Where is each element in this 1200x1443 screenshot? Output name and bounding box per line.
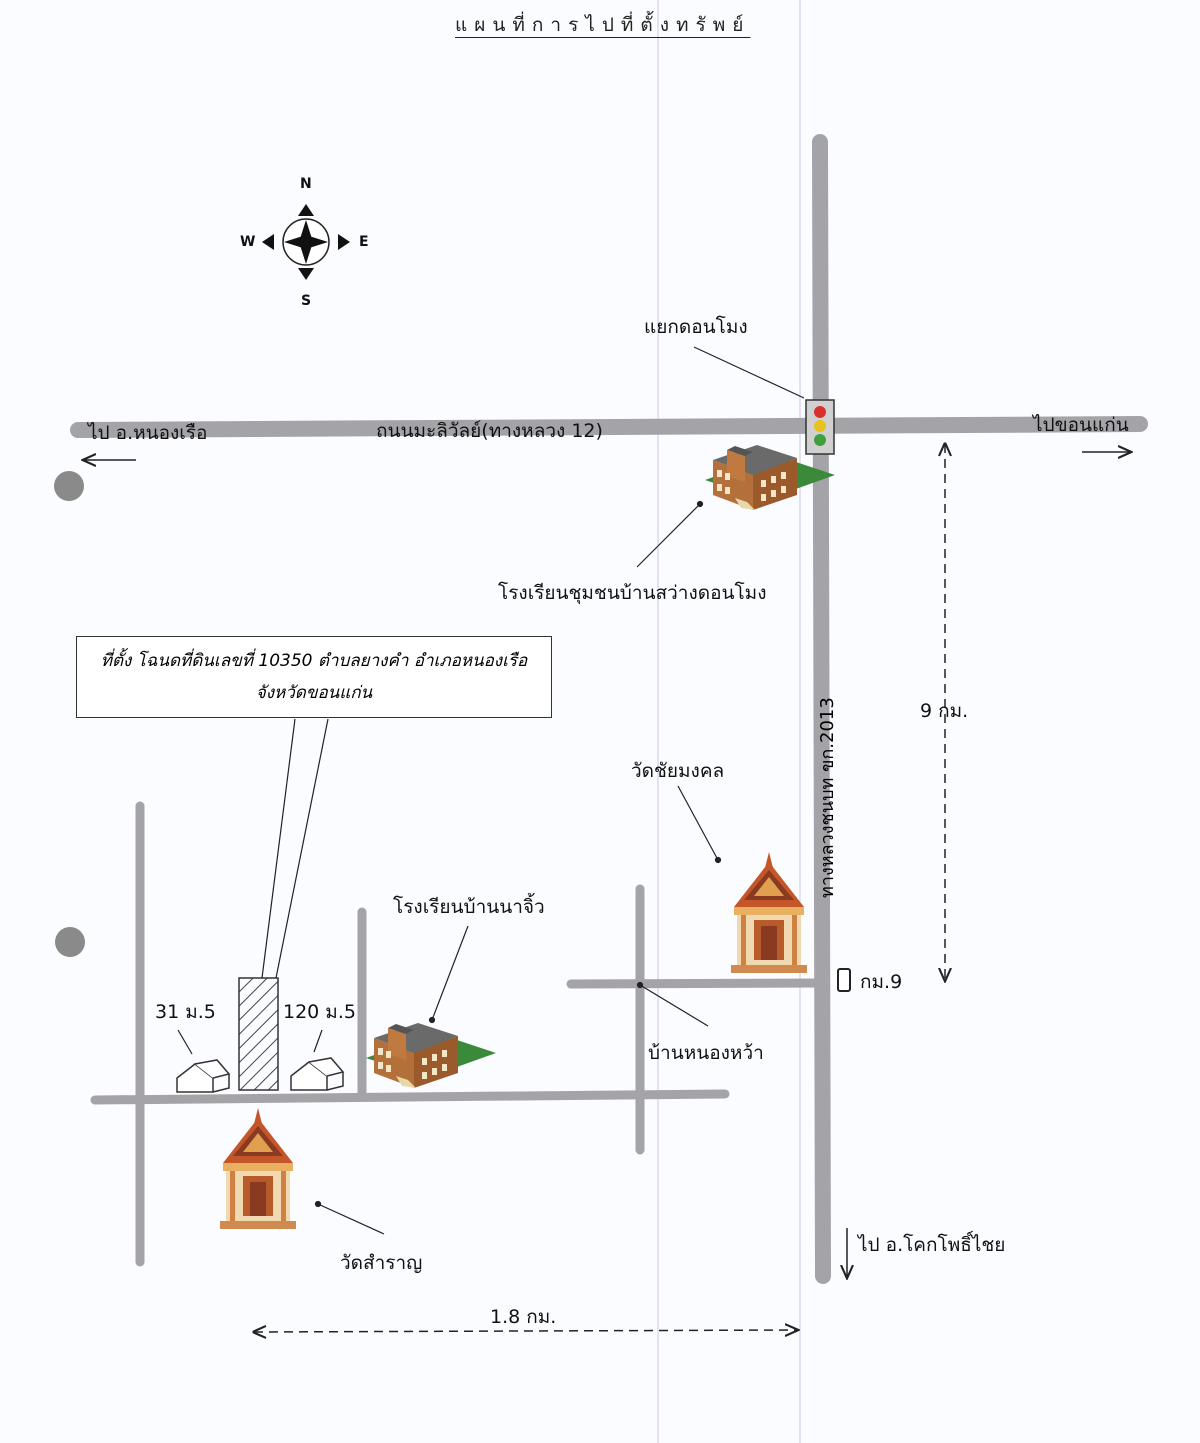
horizontal-distance-arrow (254, 1330, 797, 1332)
leader-line (317, 1203, 385, 1235)
leader-line (639, 984, 709, 1027)
callout-line-1: ที่ตั้ง โฉนดที่ดินเลขที่ 10350 ตำบลยางคำ… (100, 651, 528, 671)
main-road-line (70, 416, 1148, 438)
school-1-label: โรงเรียนชุมชนบ้านสว่างดอนโมง (498, 582, 767, 604)
south-direction-label: ไป อ.โคกโพธิ์ไชย (858, 1234, 1006, 1256)
local-road-line (90, 1089, 730, 1105)
temple-icon (731, 852, 807, 973)
leader-line (313, 1029, 323, 1053)
junction-label: แยกดอนโมง (644, 316, 748, 338)
punch-hole (54, 471, 84, 501)
vertical-distance-label: 9 กม. (920, 700, 969, 722)
compass-south-label: S (301, 293, 312, 309)
land-plot-icon (238, 977, 279, 1091)
leader-line (693, 346, 805, 399)
horizontal-distance-label: 1.8 กม. (490, 1306, 557, 1328)
compass-rose-icon (262, 204, 350, 280)
traffic-light-icon (805, 399, 835, 455)
house-icon (290, 1057, 344, 1091)
school-building-icon (366, 1023, 496, 1088)
temple-1-label: วัดชัยมงคล (631, 760, 725, 782)
house-left-label: 31 ม.5 (155, 1001, 216, 1023)
west-direction-label: ไป อ.หนองเรือ (88, 422, 208, 444)
school-2-label: โรงเรียนบ้านนาจิ้ว (393, 896, 545, 918)
location-callout: ที่ตั้ง โฉนดที่ดินเลขที่ 10350 ตำบลยางคำ… (76, 636, 552, 718)
leader-line (636, 503, 701, 568)
compass-north-label: N (300, 176, 312, 192)
km-marker-icon (837, 968, 851, 992)
house-right-label: 120 ม.5 (283, 1001, 356, 1023)
punch-hole (55, 927, 85, 957)
callout-pointer (275, 718, 329, 979)
page-title: แผนที่การไปที่ตั้งทรัพย์ (455, 14, 751, 36)
compass-west-label: W (240, 234, 256, 250)
leader-line (177, 1029, 193, 1055)
callout-line-2: จังหวัดขอนแก่น (255, 683, 373, 703)
house-icon (176, 1059, 230, 1093)
leader-line (677, 785, 719, 861)
local-road-line (566, 978, 825, 989)
temple-icon (220, 1108, 296, 1229)
village-label: บ้านหนองหว้า (648, 1042, 764, 1064)
east-direction-label: ไปขอนแก่น (1033, 414, 1129, 436)
compass-east-label: E (359, 234, 369, 250)
km-marker-label: กม.9 (860, 971, 903, 993)
vertical-road-label: ทางหลวงชนบท ขก.2013 (817, 697, 838, 898)
vertical-road-line (812, 134, 831, 1284)
roads (70, 134, 1148, 1284)
main-road-label: ถนนมะลิวัลย์(ทางหลวง 12) (376, 420, 603, 442)
temple-2-label: วัดสำราญ (340, 1252, 423, 1274)
callout-pointer (261, 718, 296, 979)
leader-line (431, 925, 469, 1021)
